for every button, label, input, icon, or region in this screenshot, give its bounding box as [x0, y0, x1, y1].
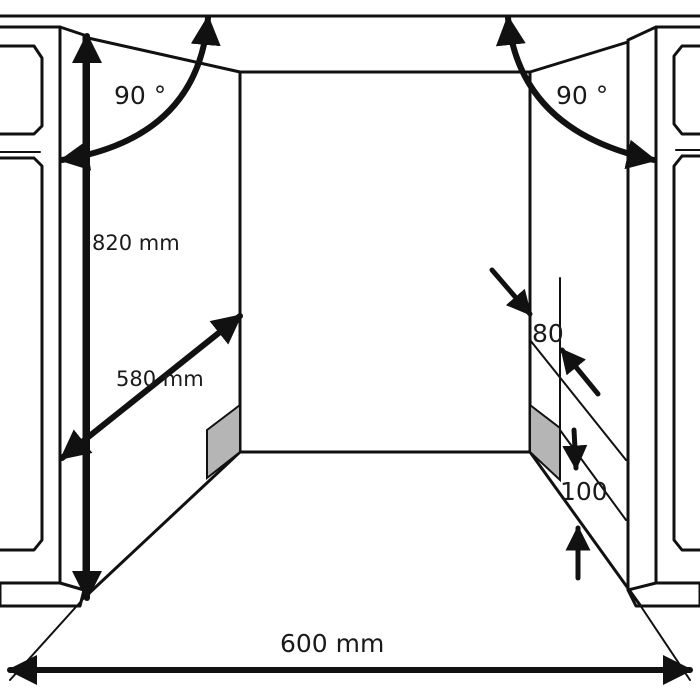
right-cabinet — [626, 25, 700, 608]
gap-80-pointer-bottom — [559, 347, 601, 397]
gap-100-pointer-top — [562, 427, 588, 471]
left-drawer-front — [0, 44, 44, 136]
gap-80-label: 80 — [532, 319, 564, 348]
angle-left-label: 90 ° — [114, 81, 166, 110]
height-label: 820 mm — [92, 231, 180, 255]
left-door-panel — [0, 156, 44, 552]
dimension-arrows — [6, 15, 693, 685]
right-door-panel — [672, 154, 700, 552]
right-plinth — [529, 402, 561, 483]
niche-back-wall — [238, 70, 532, 454]
right-swing-arc-arrow — [495, 15, 657, 170]
width-label: 600 mm — [280, 629, 384, 658]
right-drawer-front — [672, 44, 700, 136]
gap-80-pointer-top — [489, 267, 533, 317]
depth-arrow — [59, 313, 243, 461]
angle-right-label: 90 ° — [556, 81, 608, 110]
depth-label: 580 mm — [116, 367, 204, 391]
left-cabinet — [0, 25, 86, 608]
gap-100-label: 100 — [560, 477, 608, 506]
